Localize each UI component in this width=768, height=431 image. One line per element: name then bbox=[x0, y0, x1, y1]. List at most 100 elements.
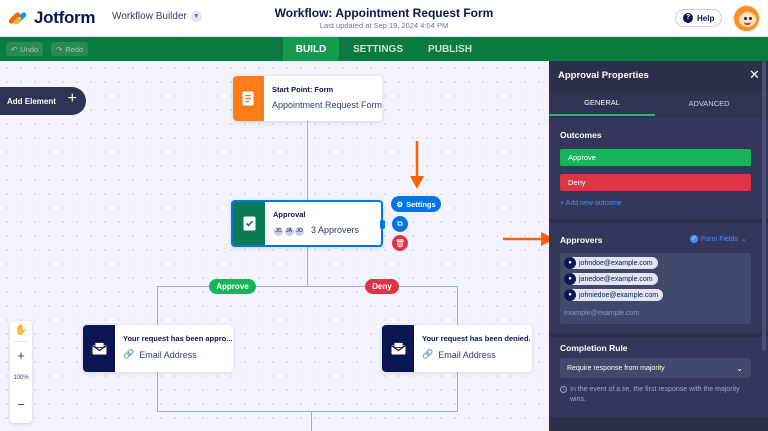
approver-initials: JC bbox=[273, 225, 284, 237]
last-updated-text: Last updated at Sep 19, 2024 4:04 PM bbox=[319, 21, 449, 30]
tab-general[interactable]: GENERAL bbox=[549, 91, 655, 116]
workflow-canvas[interactable]: Add Element + Start Point: Form Appointm… bbox=[0, 61, 549, 431]
undo-button[interactable]: ↶ Undo bbox=[6, 42, 44, 56]
workflow-builder-dropdown[interactable]: Workflow Builder ▼ bbox=[112, 11, 202, 22]
approval-icon bbox=[233, 202, 265, 245]
approvers-section: Approvers ✓ Form Fields ⌄ ● johndoe@exam… bbox=[549, 223, 768, 333]
user-icon: ● bbox=[564, 273, 576, 285]
approver-email-chip[interactable]: ● johndoe@example.com bbox=[564, 257, 658, 269]
link-icon: 🔗 bbox=[422, 349, 434, 359]
delete-button[interactable]: 🗑 bbox=[392, 235, 408, 251]
settings-button[interactable]: ⚙ Settings bbox=[391, 196, 441, 212]
approver-initials: JA bbox=[283, 225, 295, 237]
annotation-arrow-icon bbox=[503, 232, 555, 246]
approval-node[interactable]: Approval JC JA JO 3 Approvers bbox=[231, 200, 383, 247]
help-label: Help bbox=[697, 13, 715, 23]
node-title: Approval bbox=[273, 210, 306, 219]
zoom-level: 100% bbox=[13, 375, 29, 381]
connector-line bbox=[157, 411, 457, 412]
plus-icon: + bbox=[67, 90, 77, 107]
node-title: Your request has been appro... bbox=[123, 334, 233, 343]
panel-scrollbar[interactable] bbox=[762, 61, 766, 351]
gear-icon: ⚙ bbox=[396, 199, 404, 209]
outcomes-section: Outcomes Approve Deny + Add new outcome bbox=[549, 117, 768, 219]
node-title: Your request has been denied. bbox=[422, 334, 531, 343]
completion-rule-select[interactable]: Require response from majority ⌄ bbox=[560, 358, 751, 378]
hand-tool-icon[interactable]: ✋ bbox=[14, 325, 28, 336]
deny-outcome-pill[interactable]: Deny bbox=[365, 279, 399, 294]
approval-properties-panel: Approval Properties ✕ GENERAL ADVANCED O… bbox=[549, 61, 768, 431]
connector-line bbox=[307, 231, 308, 286]
panel-title: Approval Properties bbox=[558, 70, 649, 81]
add-element-button[interactable]: Add Element + bbox=[0, 87, 86, 115]
approver-initials: JO bbox=[294, 225, 306, 237]
tab-advanced[interactable]: ADVANCED bbox=[688, 99, 730, 108]
approver-email-chip[interactable]: ● janedoe@example.com bbox=[564, 273, 658, 285]
node-subtitle: Appointment Request Form bbox=[271, 100, 382, 110]
user-avatar[interactable] bbox=[733, 5, 760, 32]
help-button[interactable]: ? Help bbox=[675, 9, 723, 27]
chevron-down-icon: ⌄ bbox=[740, 236, 747, 243]
add-outcome-link[interactable]: + Add new outcome bbox=[560, 200, 622, 207]
form-fields-icon: ✓ bbox=[690, 235, 698, 243]
node-handle[interactable] bbox=[380, 220, 385, 229]
zoom-in-button[interactable]: + bbox=[17, 348, 25, 363]
top-header: Jotform Workflow Builder ▼ Workflow: App… bbox=[0, 0, 768, 37]
email-placeholder[interactable]: example@example.com bbox=[564, 310, 640, 317]
workflow-builder-label: Workflow Builder bbox=[112, 11, 187, 22]
outcomes-label: Outcomes bbox=[560, 130, 602, 140]
close-icon[interactable]: ✕ bbox=[749, 67, 760, 82]
connector-line bbox=[457, 372, 458, 412]
link-icon: 🔗 bbox=[123, 349, 135, 359]
info-icon: i bbox=[560, 386, 567, 393]
connector-line bbox=[307, 121, 308, 201]
completion-rule-section: Completion Rule Require response from ma… bbox=[549, 337, 768, 417]
annotation-arrow-icon bbox=[410, 141, 424, 189]
user-icon: ● bbox=[564, 289, 576, 301]
approve-outcome-pill[interactable]: Approve bbox=[209, 279, 256, 294]
connector-line bbox=[157, 372, 158, 412]
approvers-label: Approvers bbox=[560, 235, 603, 245]
tab-build[interactable]: BUILD bbox=[283, 37, 339, 61]
denied-email-node[interactable]: Your request has been denied. 🔗 Email Ad… bbox=[382, 325, 532, 372]
duplicate-button[interactable]: ⧉ bbox=[392, 216, 408, 232]
outcome-approve[interactable]: Approve bbox=[560, 149, 751, 166]
form-icon bbox=[233, 76, 264, 121]
email-icon bbox=[83, 325, 115, 372]
tab-publish[interactable]: PUBLISH bbox=[428, 43, 472, 55]
node-subtitle: Email Address bbox=[438, 349, 496, 360]
approver-email-chip[interactable]: ● johniedoe@example.com bbox=[564, 289, 664, 301]
connector-line bbox=[157, 286, 158, 325]
approved-email-node[interactable]: Your request has been appro... 🔗 Email A… bbox=[83, 325, 233, 372]
connector-line bbox=[311, 411, 312, 431]
outcome-deny[interactable]: Deny bbox=[560, 174, 751, 191]
jotform-logo[interactable]: Jotform bbox=[7, 8, 96, 28]
duplicate-icon: ⧉ bbox=[397, 219, 403, 228]
trash-icon: 🗑 bbox=[394, 238, 406, 248]
redo-button[interactable]: ↷ Redo bbox=[51, 42, 89, 56]
approvers-input[interactable]: ● johndoe@example.com ● janedoe@example.… bbox=[560, 253, 751, 324]
redo-icon: ↷ bbox=[56, 44, 63, 54]
builder-toolbar: ↶ Undo ↷ Redo BUILD SETTINGS PUBLISH bbox=[0, 37, 768, 61]
completion-rule-label: Completion Rule bbox=[560, 343, 628, 353]
approver-chips: JC JA JO bbox=[273, 224, 306, 237]
completion-rule-note: i In the event of a tie, the first respo… bbox=[560, 385, 751, 404]
user-icon: ● bbox=[564, 257, 576, 269]
chevron-down-icon: ▼ bbox=[190, 11, 202, 22]
start-point-node[interactable]: Start Point: Form Appointment Request Fo… bbox=[233, 76, 382, 121]
email-icon bbox=[382, 325, 414, 372]
node-subtitle: Email Address bbox=[139, 349, 197, 360]
zoom-out-button[interactable]: − bbox=[17, 397, 25, 412]
chevron-down-icon: ⌄ bbox=[736, 363, 743, 373]
undo-icon: ↶ bbox=[11, 44, 18, 54]
node-title: Start Point: Form bbox=[271, 85, 334, 94]
logo-text: Jotform bbox=[34, 8, 96, 27]
panel-tabs: GENERAL ADVANCED bbox=[549, 91, 768, 116]
connector-line bbox=[457, 286, 458, 325]
question-icon: ? bbox=[683, 13, 693, 23]
connector-line bbox=[157, 286, 457, 287]
workflow-title: Workflow: Appointment Request Form bbox=[274, 6, 494, 20]
approvers-count: 3 Approvers bbox=[311, 225, 360, 236]
tab-settings[interactable]: SETTINGS bbox=[352, 43, 403, 55]
form-fields-dropdown[interactable]: ✓ Form Fields ⌄ bbox=[690, 235, 747, 243]
